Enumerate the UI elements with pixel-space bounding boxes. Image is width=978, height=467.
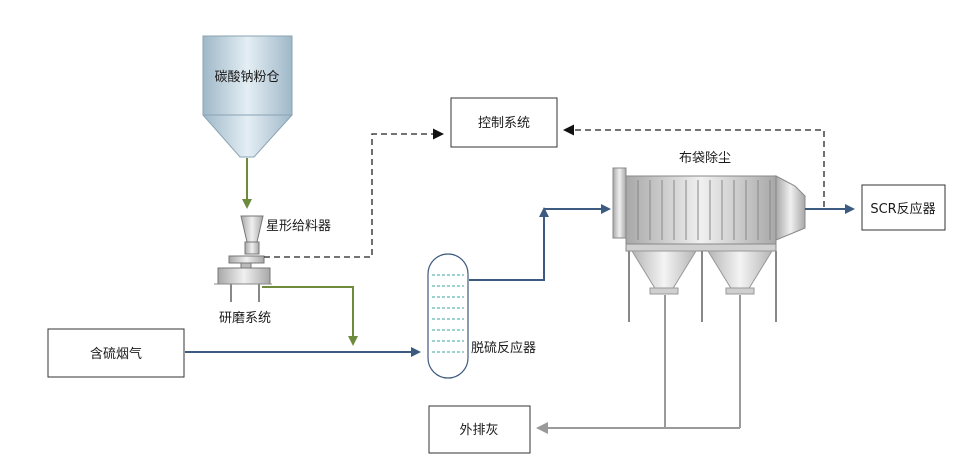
scr-reactor-label: SCR反应器 <box>870 201 935 217</box>
star-feeder-label: 星形给料器 <box>266 219 331 234</box>
ash-discharge-label: 外排灰 <box>459 423 498 438</box>
star-feeder: 星形给料器 <box>241 216 331 254</box>
scr-reactor-box: SCR反应器 <box>862 185 945 230</box>
powder-flow-mill-to-duct <box>262 287 353 344</box>
control-system-box: 控制系统 <box>451 98 557 147</box>
ash-discharge-box: 外排灰 <box>429 406 530 453</box>
flue-gas-label: 含硫烟气 <box>90 346 142 362</box>
bag-filter-label: 布袋除尘 <box>679 151 731 166</box>
control-system-label: 控制系统 <box>478 116 530 131</box>
grinding-system-label: 研磨系统 <box>219 311 271 326</box>
flue-gas-box: 含硫烟气 <box>48 329 184 377</box>
silo-label: 碳酸钠粉仓 <box>214 70 279 85</box>
control-signal-feeder-to-controller <box>264 134 442 257</box>
grinding-system: 研磨系统 <box>214 256 272 326</box>
bag-filter: 布袋除尘 <box>613 151 805 322</box>
flue-gas-flow-reactor-outlet <box>469 209 544 280</box>
desulfurization-reactor: 脱硫反应器 <box>428 254 536 378</box>
silo: 碳酸钠粉仓 <box>203 36 292 157</box>
reactor-label: 脱硫反应器 <box>471 340 536 356</box>
